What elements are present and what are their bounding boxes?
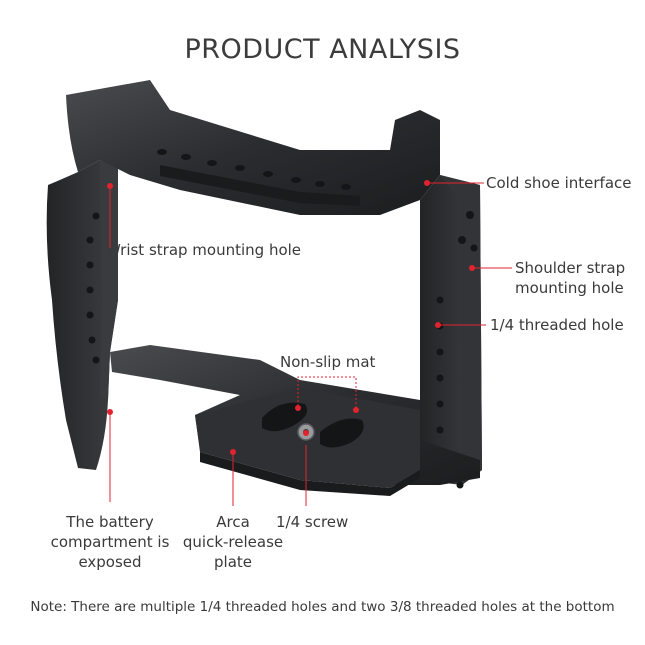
non-slip-pad-right <box>320 418 364 448</box>
label-non-slip-mat: Non-slip mat <box>280 353 376 371</box>
footnote: Note: There are multiple 1/4 threaded ho… <box>30 599 615 615</box>
marker-cold-shoe <box>424 180 430 186</box>
label-cold-shoe: Cold shoe interface <box>486 174 632 192</box>
label-arca-1: Arca <box>216 513 250 531</box>
marker-shoulder-strap <box>469 265 475 271</box>
label-wrist-strap: Wrist strap mounting hole <box>106 241 302 259</box>
label-shoulder-strap-2: mounting hole <box>515 279 624 297</box>
marker-non-slip-right <box>353 407 359 413</box>
marker-screw <box>303 430 309 436</box>
label-battery-3: exposed <box>78 553 142 571</box>
marker-arca <box>230 449 236 455</box>
page-title: PRODUCT ANALYSIS <box>184 34 461 65</box>
marker-wrist-strap <box>107 183 113 189</box>
marker-non-slip-left <box>295 405 301 411</box>
label-arca-3: plate <box>214 553 252 571</box>
label-battery-1: The battery <box>66 513 154 531</box>
label-shoulder-strap-1: Shoulder strap <box>515 259 626 277</box>
marker-battery <box>107 409 113 415</box>
label-screw: 1/4 screw <box>276 513 349 531</box>
label-arca-2: quick-release <box>182 533 284 551</box>
cage-top-bar <box>66 80 440 215</box>
label-threaded-hole: 1/4 threaded hole <box>490 316 624 334</box>
marker-threaded-hole <box>435 322 441 328</box>
label-battery-2: compartment is <box>50 533 170 551</box>
